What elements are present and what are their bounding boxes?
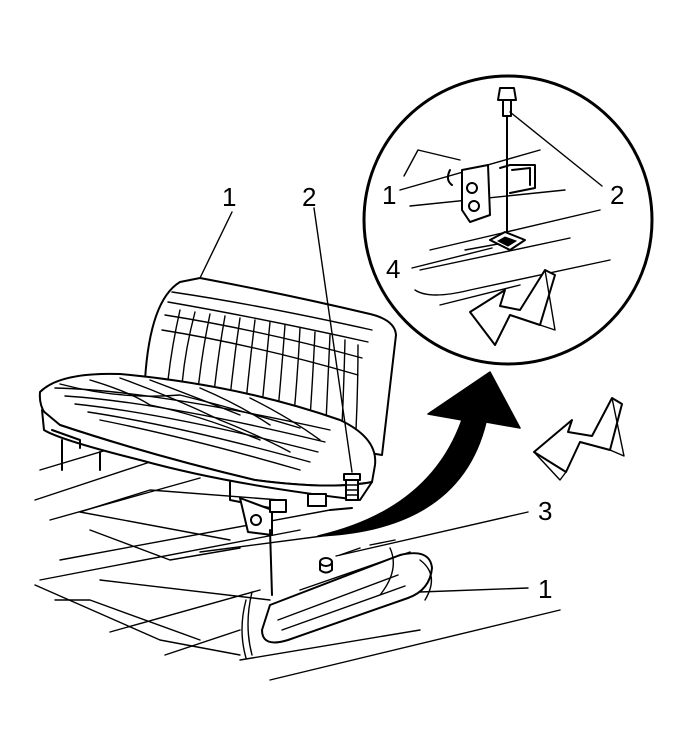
callout-inset-seat: 1: [382, 180, 396, 210]
floor-track: [241, 539, 433, 659]
detail-inset: [362, 74, 654, 366]
callout-floor-track: 1: [538, 574, 552, 604]
vehicle-floor: [34, 439, 561, 681]
callout-retainer: 4: [386, 254, 400, 284]
leader-lines: [199, 111, 603, 593]
callout-seat: 1: [222, 182, 236, 212]
seat-cushion: [38, 372, 377, 596]
callout-floor-stud: 3: [538, 496, 552, 526]
detail-view-arrow-icon: [317, 371, 521, 537]
callout-inset-bolt: 2: [610, 180, 624, 210]
callout-bolt: 2: [302, 182, 316, 212]
forward-direction-arrow-icon: [533, 397, 625, 481]
